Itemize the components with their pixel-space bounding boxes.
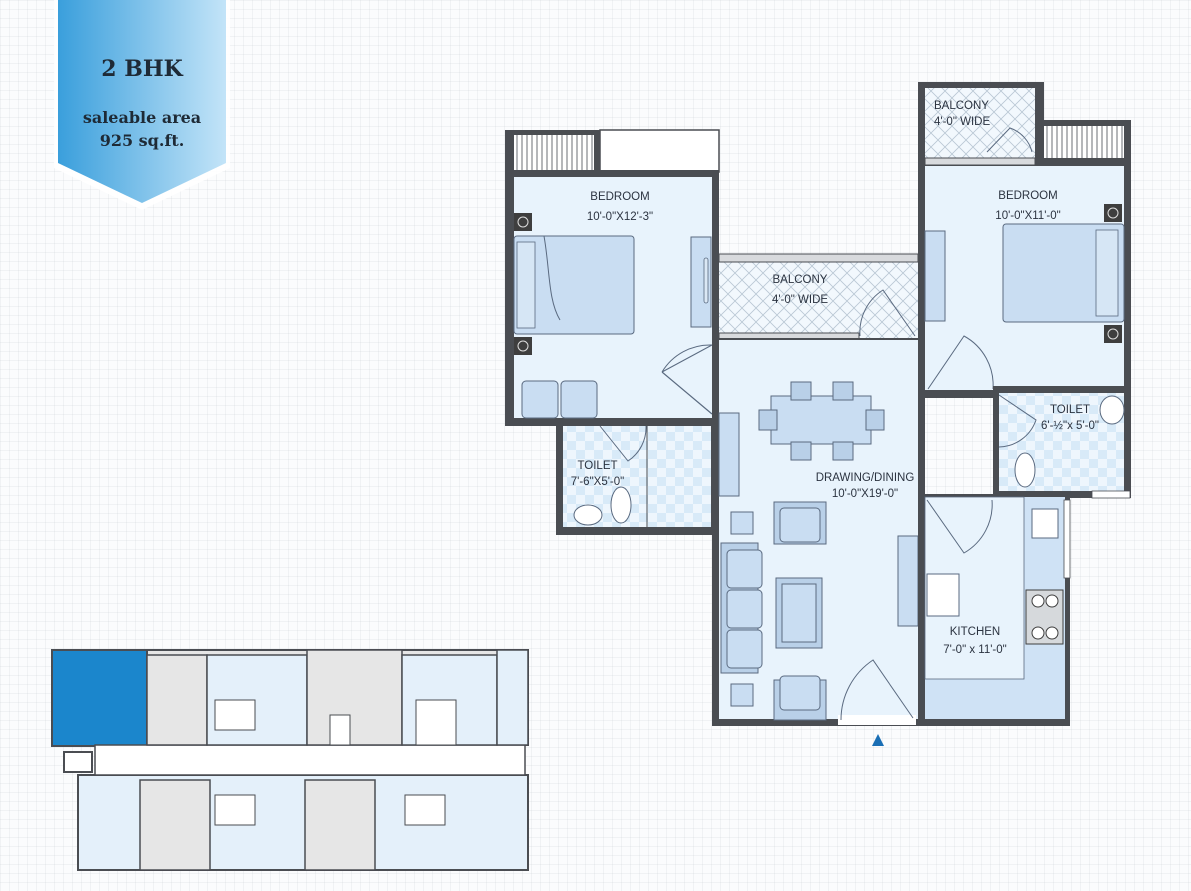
bedroom-2	[918, 82, 1131, 398]
drawing-dining-size: 10'-0"X19'-0"	[831, 488, 899, 500]
bedroom-2-size: 10'-0"X11'-0"	[995, 210, 1061, 222]
balcony-middle-name: BALCONY	[772, 274, 828, 286]
kitchen-size: 7'-0" x 11'-0"	[943, 644, 1007, 656]
toilet-1-name: TOILET	[577, 460, 618, 472]
toilet-1-size: 7'-6"X5'-0"	[570, 476, 625, 488]
balcony-middle	[718, 253, 919, 341]
balcony-top-label: BALCONY 4'-0" WIDE	[924, 98, 1024, 130]
toilet-2-label: TOILET 6'-½"x 5'-0"	[1030, 402, 1110, 434]
saleable-area-text: saleable area 925 sq.ft.	[54, 106, 230, 152]
bedroom-1-label: BEDROOM 10'-0"X12'-3"	[560, 189, 680, 225]
kitchen-label: KITCHEN 7'-0" x 11'-0"	[930, 624, 1020, 658]
toilet-1-label: TOILET 7'-6"X5'-0"	[560, 458, 635, 490]
balcony-middle-label: BALCONY 4'-0" WIDE	[740, 272, 860, 308]
bedroom-1-name: BEDROOM	[590, 191, 650, 203]
bedroom-1	[505, 129, 720, 426]
saleable-area-value: 925 sq.ft.	[99, 131, 185, 150]
bedroom-1-size: 10'-0"X12'-3"	[586, 211, 654, 223]
kitchen-name: KITCHEN	[949, 626, 1001, 638]
toilet-2	[993, 386, 1131, 499]
toilet-1	[556, 420, 719, 535]
drawing-dining-label: DRAWING/DINING 10'-0"X19'-0"	[800, 470, 930, 502]
saleable-area-label: saleable area	[82, 108, 202, 127]
bedroom-2-name: BEDROOM	[998, 190, 1058, 202]
drawing-dining-room	[712, 338, 925, 726]
unit-type-badge: 2 BHK saleable area 925 sq.ft.	[54, 0, 230, 212]
balcony-top-size: 4'-0" WIDE	[934, 116, 991, 128]
badge-ribbon-shape	[54, 0, 230, 210]
entry-arrow-icon	[872, 734, 884, 746]
kitchen	[918, 494, 1071, 726]
toilet-2-name: TOILET	[1049, 404, 1091, 416]
unit-type-title: 2 BHK	[101, 56, 183, 82]
balcony-middle-size: 4'-0" WIDE	[771, 294, 829, 306]
bedroom-2-label: BEDROOM 10'-0"X11'-0"	[968, 188, 1088, 224]
key-plan-highlighted-unit	[51, 649, 148, 747]
balcony-top-name: BALCONY	[934, 100, 989, 112]
drawing-dining-name: DRAWING/DINING	[815, 472, 915, 484]
toilet-2-size: 6'-½"x 5'-0"	[1041, 420, 1099, 432]
key-plan	[51, 649, 529, 871]
